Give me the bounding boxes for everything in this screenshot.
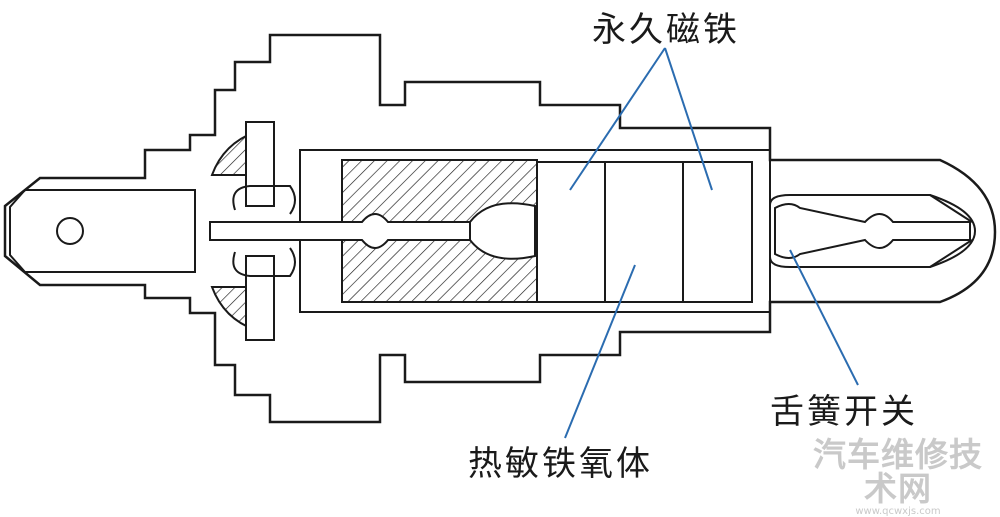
terminal-hole bbox=[56, 217, 84, 245]
reed-tip-lower bbox=[929, 239, 973, 268]
leader-magnet-right bbox=[664, 47, 713, 191]
magnet-stack-frame bbox=[536, 161, 753, 303]
leader-magnet-left bbox=[569, 47, 666, 191]
reed-contact-right bbox=[774, 203, 971, 259]
reed-switch-label: 舌簧开关 bbox=[770, 392, 918, 432]
watermark-text: 汽车维修技术网 bbox=[813, 435, 983, 508]
reed-contact-left bbox=[469, 202, 536, 260]
housing-outline bbox=[3, 33, 997, 424]
thermo-switch-diagram bbox=[3, 33, 997, 439]
flange-ring-upper bbox=[245, 121, 275, 207]
reed-tip-upper bbox=[929, 194, 973, 223]
reed-capsule-right bbox=[769, 194, 977, 268]
watermark-url: www.qcwxjs.com bbox=[855, 506, 941, 517]
leader-reed bbox=[789, 249, 859, 386]
spring-clip-upper bbox=[232, 185, 296, 215]
permanent-magnet-right bbox=[682, 161, 753, 303]
watermark: 汽车维修技术网 www.qcwxjs.com bbox=[800, 438, 996, 517]
permanent-magnet-label: 永久磁铁 bbox=[592, 10, 740, 50]
spring-clip-lower bbox=[232, 247, 296, 277]
thermal-ferrite-label: 热敏铁氧体 bbox=[468, 444, 653, 484]
terminal-blade bbox=[9, 189, 196, 273]
flange-ring-lower bbox=[245, 255, 275, 341]
leader-ferrite bbox=[564, 264, 636, 439]
